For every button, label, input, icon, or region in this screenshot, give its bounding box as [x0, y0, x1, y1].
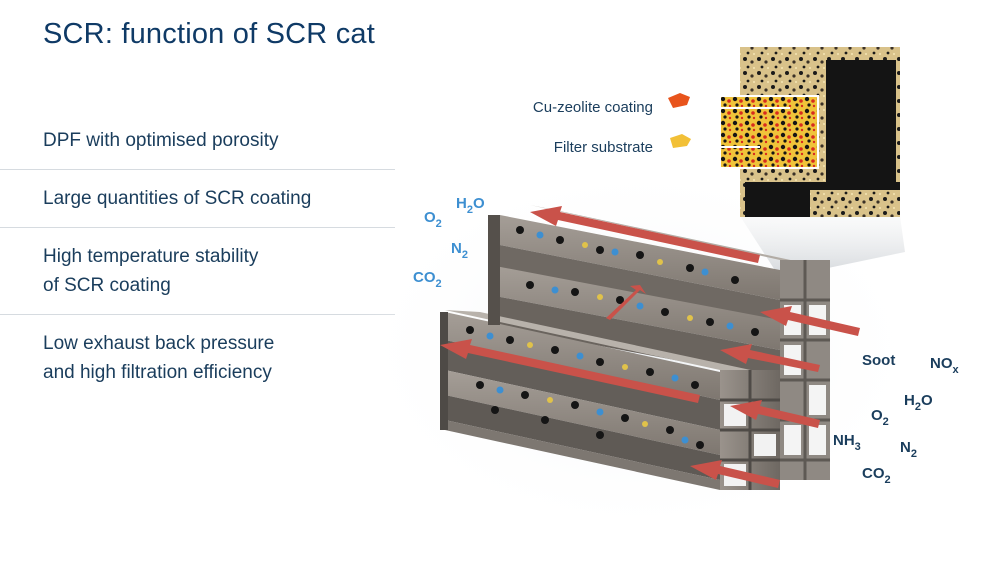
feature-list: DPF with optimised porosity Large quanti… [0, 112, 395, 401]
feature-item-coating-quantity: Large quantities of SCR coating [0, 170, 395, 228]
coating-swatch-icon [668, 93, 690, 108]
outlet-n2: N2 [451, 240, 468, 261]
substrate-label: Filter substrate [554, 139, 653, 156]
inlet-soot: Soot [862, 352, 895, 369]
feature-text: and high filtration efficiency [43, 362, 272, 383]
feature-text: High temperature stability [43, 246, 259, 267]
inlet-h2o: H2O [904, 392, 933, 413]
inlet-o2: O2 [871, 407, 889, 428]
feature-item-temperature-stability: High temperature stability of SCR coatin… [0, 228, 395, 315]
coating-label: Cu-zeolite coating [533, 99, 653, 116]
inlet-nox: NOx [930, 355, 960, 376]
inlet-co2: CO2 [862, 465, 891, 486]
magnified-coating-detail [719, 95, 819, 169]
page-title: SCR: function of SCR cat [43, 18, 375, 50]
feature-item-back-pressure: Low exhaust back pressure and high filtr… [0, 315, 395, 401]
inlet-species: Soot NOx H2O O2 NH3 N2 CO2 [833, 352, 960, 486]
substrate-swatch-icon [670, 134, 691, 148]
feature-text: of SCR coating [43, 275, 171, 296]
outlet-o2: O2 [424, 209, 442, 230]
feature-item-porosity: DPF with optimised porosity [0, 112, 395, 170]
feature-text: DPF with optimised porosity [43, 130, 279, 151]
flow-arrows [440, 206, 860, 488]
inlet-n2: N2 [900, 439, 917, 460]
feature-text: Large quantities of SCR coating [43, 188, 312, 209]
feature-text: Low exhaust back pressure [43, 333, 275, 354]
outlet-species: O2 H2O N2 CO2 [413, 195, 485, 290]
inlet-nh3: NH3 [833, 432, 861, 453]
magnified-inset [690, 47, 900, 217]
filter-block [440, 205, 860, 490]
outlet-h2o: H2O [456, 195, 485, 216]
outlet-co2: CO2 [413, 269, 442, 290]
